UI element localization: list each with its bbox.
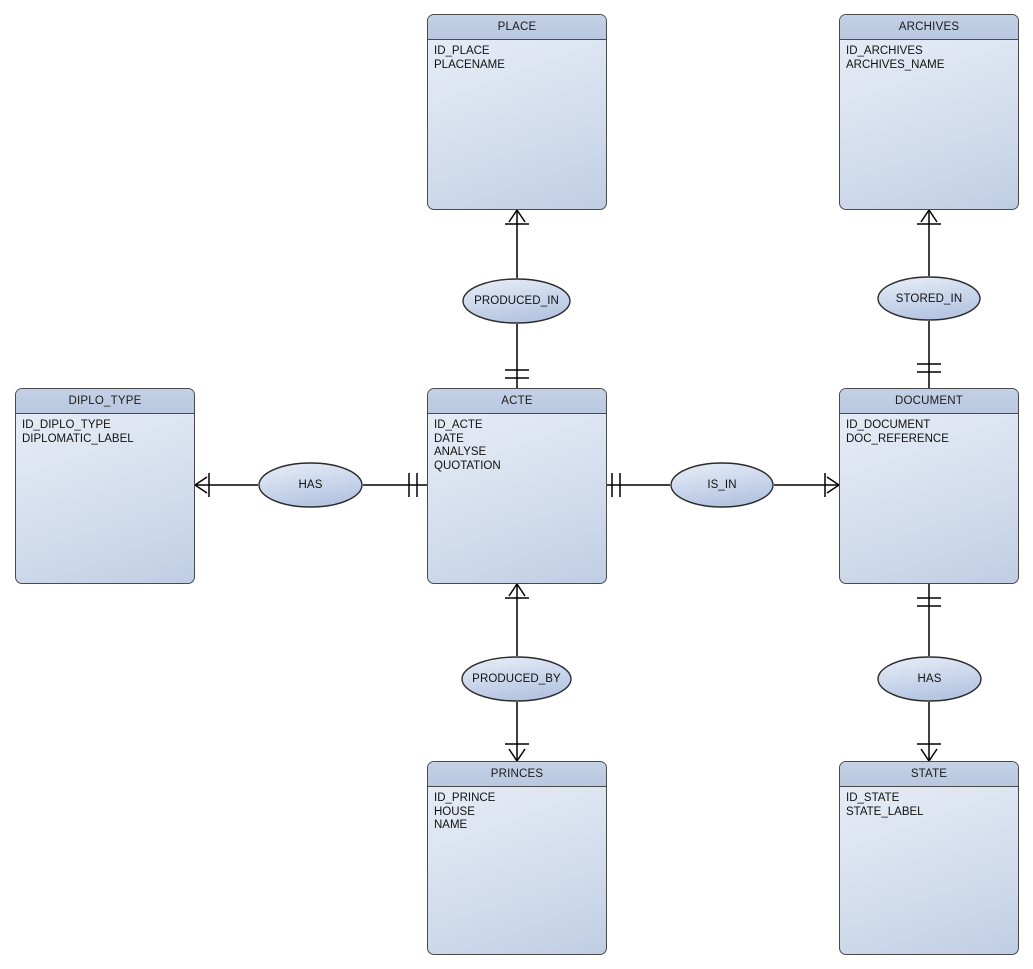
marker-many-diplo_type: [194, 476, 208, 494]
entity-acte-title: ACTE: [428, 389, 606, 414]
entity-archives[interactable]: ARCHIVES ID_ARCHIVES ARCHIVES_NAME: [839, 14, 1019, 210]
relationship-stored-in[interactable]: STORED_IN: [877, 276, 981, 321]
relationship-has-diplo[interactable]: HAS: [258, 462, 363, 508]
entity-state-attributes: ID_STATE STATE_LABEL: [840, 787, 1018, 819]
attribute: PLACENAME: [434, 58, 505, 71]
entity-place[interactable]: PLACE ID_PLACE PLACENAME: [427, 14, 607, 210]
entity-document-attributes: ID_DOCUMENT DOC_REFERENCE: [840, 414, 1018, 446]
attribute: ID_PRINCE: [434, 792, 496, 804]
marker-many-document: [826, 476, 840, 494]
attribute: ID_PLACE: [434, 45, 490, 57]
attribute: NAME: [434, 819, 468, 832]
marker-many-archives: [920, 209, 938, 223]
relationship-label: PRODUCED_BY: [472, 673, 561, 685]
marker-many-princes: [508, 748, 526, 762]
entity-document-title: DOCUMENT: [840, 389, 1018, 414]
attribute: DATE: [434, 432, 464, 445]
entity-princes[interactable]: PRINCES ID_PRINCE HOUSE NAME: [427, 761, 607, 955]
entity-state[interactable]: STATE ID_STATE STATE_LABEL: [839, 761, 1019, 955]
attribute: ID_DIPLO_TYPE: [22, 419, 111, 431]
attribute: HOUSE: [434, 805, 475, 818]
entity-diplo-type-attributes: ID_DIPLO_TYPE DIPLOMATIC_LABEL: [16, 414, 194, 446]
relationship-label: IS_IN: [707, 479, 737, 491]
entity-princes-title: PRINCES: [428, 762, 606, 787]
relationship-is-in[interactable]: IS_IN: [670, 462, 774, 508]
entity-acte[interactable]: ACTE ID_ACTE DATE ANALYSE QUOTATION: [427, 388, 607, 584]
ellipse-shape: [462, 278, 571, 324]
ellipse-shape: [258, 462, 363, 508]
attribute: ID_ARCHIVES: [846, 45, 923, 57]
entity-state-title: STATE: [840, 762, 1018, 787]
ellipse-shape: [461, 656, 572, 702]
relationship-produced-by[interactable]: PRODUCED_BY: [461, 656, 572, 702]
attribute: ID_ACTE: [434, 419, 483, 431]
marker-many-state: [920, 748, 938, 762]
relationship-label: HAS: [298, 479, 323, 491]
relationship-label: PRODUCED_IN: [474, 295, 559, 307]
ellipse-shape: [670, 462, 774, 508]
entity-acte-attributes: ID_ACTE DATE ANALYSE QUOTATION: [428, 414, 606, 473]
attribute: ANALYSE: [434, 446, 487, 459]
attribute: DOC_REFERENCE: [846, 432, 949, 445]
attribute: ID_STATE: [846, 792, 900, 804]
attribute: ARCHIVES_NAME: [846, 58, 945, 71]
entity-archives-attributes: ID_ARCHIVES ARCHIVES_NAME: [840, 40, 1018, 72]
entity-document[interactable]: DOCUMENT ID_DOCUMENT DOC_REFERENCE: [839, 388, 1019, 584]
attribute: DIPLOMATIC_LABEL: [22, 432, 134, 445]
marker-many-place: [508, 209, 526, 223]
marker-many-acte-bottom: [508, 583, 526, 597]
relationship-label: STORED_IN: [895, 292, 963, 305]
entity-place-attributes: ID_PLACE PLACENAME: [428, 40, 606, 72]
entity-diplo-type[interactable]: DIPLO_TYPE ID_DIPLO_TYPE DIPLOMATIC_LABE…: [15, 388, 195, 584]
attribute: QUOTATION: [434, 459, 501, 472]
entity-archives-title: ARCHIVES: [840, 15, 1018, 40]
ellipse-shape: [877, 276, 981, 321]
entity-princes-attributes: ID_PRINCE HOUSE NAME: [428, 787, 606, 833]
attribute: ID_DOCUMENT: [846, 419, 931, 431]
relationship-produced-in[interactable]: PRODUCED_IN: [462, 278, 571, 324]
attribute: STATE_LABEL: [846, 805, 924, 818]
entity-diplo-type-title: DIPLO_TYPE: [16, 389, 194, 414]
entity-place-title: PLACE: [428, 15, 606, 40]
relationship-has-state[interactable]: HAS: [877, 656, 982, 702]
ellipse-shape: [877, 656, 982, 702]
relationship-label: HAS: [917, 673, 942, 685]
